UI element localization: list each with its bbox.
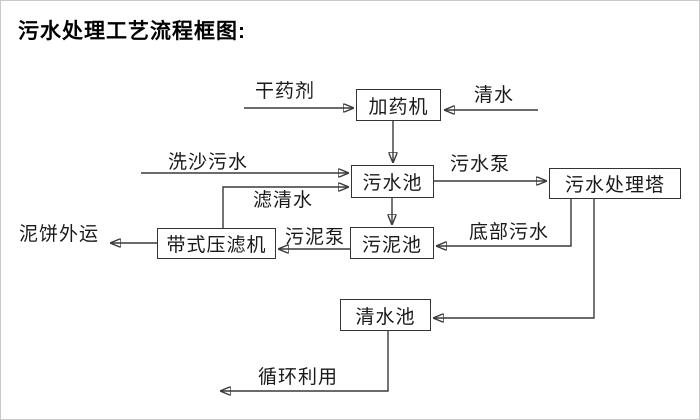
label-sand-washing-sewage: 洗沙污水 [168,152,249,173]
label-mud-cake-out: 泥饼外运 [19,224,100,245]
label-recycle-use: 循环利用 [258,367,339,388]
label-sludge-pump: 污泥泵 [285,227,346,248]
page-title: 污水处理工艺流程框图: [18,20,246,43]
arrow-filtered-water-press-to-sewage-pool [222,187,348,228]
label-sewage-pump: 污水泵 [450,154,511,175]
label-clean-water: 清水 [474,85,515,106]
node-sludge-pool: 污泥池 [350,227,434,259]
label-dry-chemical: 干药剂 [255,81,316,102]
node-clean-water-pool: 清水池 [340,299,431,331]
arrow-clean-water-pool-to-recycle [221,331,389,391]
arrow-bottom-sewage-tower-to-sludge-pool [437,198,572,246]
node-dosing-machine: 加药机 [356,89,441,121]
node-treatment-tower: 污水处理塔 [549,168,681,199]
arrow-tower-to-clean-water-pool [434,198,595,318]
label-filtered-water: 滤清水 [253,190,314,211]
node-belt-filter-press: 带式压滤机 [157,228,276,259]
label-bottom-sewage: 底部污水 [469,222,550,243]
node-sewage-pool: 污水池 [351,165,434,198]
